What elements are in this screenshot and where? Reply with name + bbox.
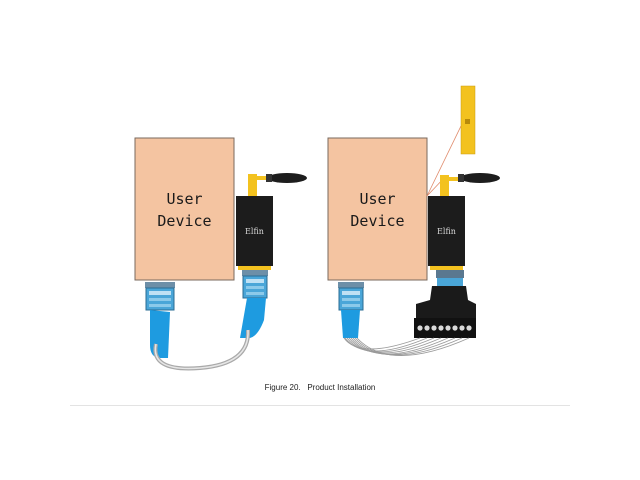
- left-user-device-box: [134, 137, 235, 281]
- left-grey-cable: [153, 329, 251, 371]
- left-module-label: Elfin: [245, 227, 264, 236]
- left-antenna-icon: [248, 173, 307, 196]
- right-module-label: Elfin: [437, 227, 456, 236]
- right-device-label-line1: User: [359, 190, 395, 208]
- wire-bundle: [343, 337, 470, 356]
- right-elfin-module: [428, 196, 465, 266]
- right-user-device-box: [327, 137, 428, 281]
- left-setup: User Device Elfin: [134, 137, 307, 371]
- caption-number: Figure 20.: [264, 383, 301, 392]
- figure-caption: Figure 20. Product Installation: [0, 383, 640, 392]
- right-device-label-line2: Device: [350, 212, 404, 230]
- left-module-connector: [240, 270, 268, 338]
- enlarged-antenna-icon: [460, 85, 476, 155]
- left-device-connector: [145, 282, 175, 358]
- divider-line: [70, 405, 570, 406]
- right-module-connector: [436, 270, 464, 286]
- left-device-label-line1: User: [166, 190, 202, 208]
- left-device-label-line2: Device: [157, 212, 211, 230]
- right-setup: User Device Elfin: [327, 85, 500, 356]
- terminal-block-adapter: [414, 286, 476, 338]
- left-elfin-module: [236, 196, 273, 266]
- terminal-screws: [417, 325, 472, 331]
- caption-text: Product Installation: [307, 383, 376, 392]
- right-device-connector: [338, 282, 364, 338]
- right-antenna-icon: [440, 173, 500, 197]
